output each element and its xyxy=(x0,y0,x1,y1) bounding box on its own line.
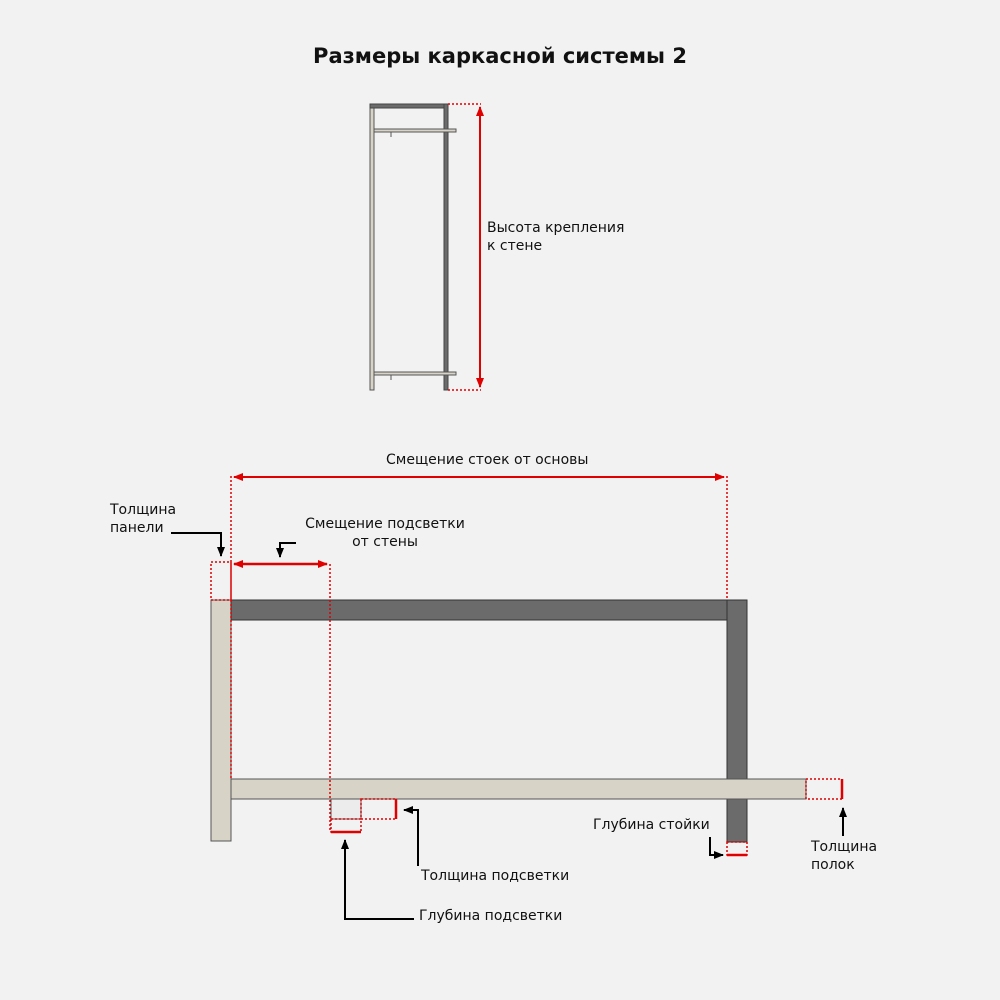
wall-panel xyxy=(210,599,232,842)
side-top-bar xyxy=(369,103,449,109)
shelf-thickness-label: Толщина полок xyxy=(811,838,877,874)
frame-plan-view xyxy=(171,473,847,920)
side-lower-shelf xyxy=(373,371,457,376)
panel-thickness-leader xyxy=(171,532,225,557)
shelf-thickness-label-line1: Толщина xyxy=(811,839,878,855)
light-element xyxy=(330,798,362,820)
wall-height-label-line1: Высота крепления xyxy=(487,220,625,236)
light-offset-label-line2: от стены xyxy=(352,534,418,550)
post-offset-label: Смещение стоек от основы xyxy=(386,452,589,468)
light-offset-label: Смещение подсветки от стены xyxy=(296,515,474,551)
side-right-post xyxy=(443,103,449,391)
shelf-thickness-label-line2: полок xyxy=(811,857,855,873)
top-rail xyxy=(230,599,728,621)
light-thickness-label: Толщина подсветки xyxy=(421,868,570,884)
light-offset-leader xyxy=(276,542,296,558)
wall-height-label: Высота крепления к стене xyxy=(487,219,624,255)
light-thickness-leader xyxy=(403,806,419,866)
panel-thickness-label: Толщина панели xyxy=(110,501,176,537)
post xyxy=(726,599,748,843)
wall-height-label-line2: к стене xyxy=(487,238,543,254)
side-upper-shelf xyxy=(373,128,457,133)
diagram-title: Размеры каркасной системы 2 xyxy=(313,44,687,68)
shelf xyxy=(230,778,807,800)
panel-thickness-label-line1: Толщина xyxy=(110,502,177,518)
post-depth-label: Глубина стойки xyxy=(593,817,710,833)
light-offset-label-line1: Смещение подсветки xyxy=(305,516,465,532)
light-depth-label: Глубина подсветки xyxy=(419,908,563,924)
panel-thickness-label-line2: панели xyxy=(110,520,164,536)
light-depth-leader xyxy=(341,839,414,920)
side-left-post xyxy=(369,103,375,391)
post-depth-leader xyxy=(709,837,724,859)
frame-side-view xyxy=(369,103,484,391)
